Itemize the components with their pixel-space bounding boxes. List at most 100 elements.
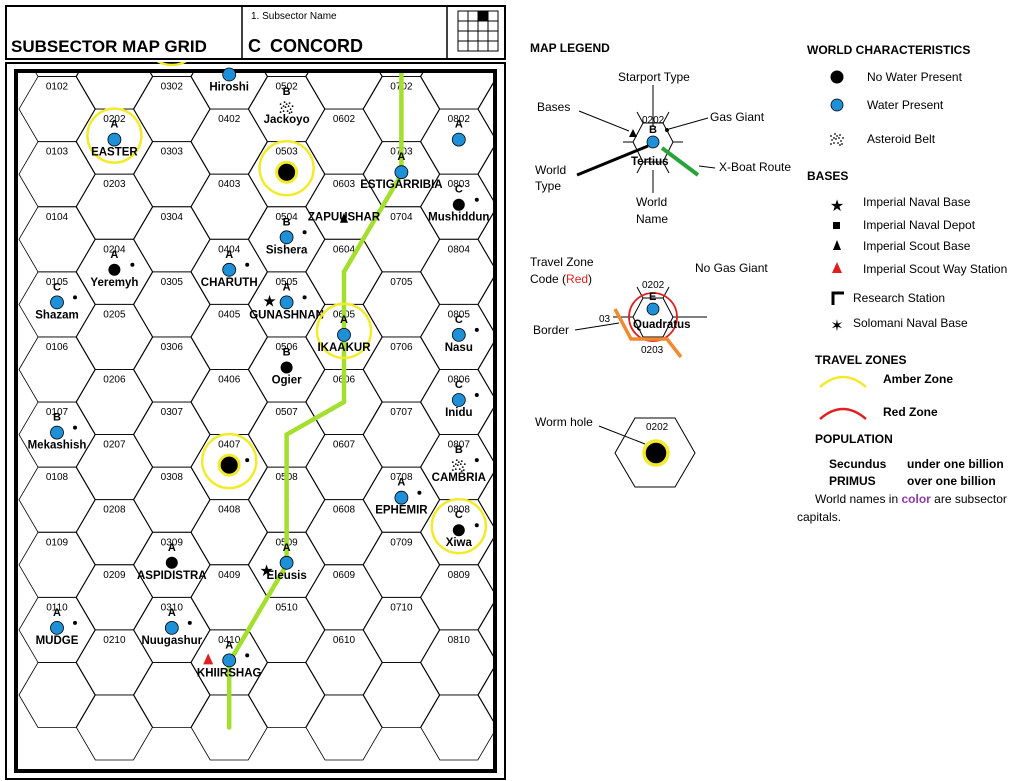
- starport-code: A: [225, 249, 233, 261]
- legend-worm-pointer: [598, 425, 646, 445]
- hex-number: 0109: [46, 537, 69, 548]
- world-0802[interactable]: A: [451, 119, 466, 147]
- world-name: MUDGE: [36, 635, 79, 647]
- world-dry-dot: [452, 198, 465, 211]
- locator-cell: [467, 10, 479, 22]
- locator-cell: [467, 20, 479, 32]
- hex-number: 0710: [390, 602, 413, 613]
- legend-worm-hole-icon: [642, 439, 670, 467]
- world-hiroshi[interactable]: A Hiroshi: [209, 62, 249, 94]
- starport-code: C: [455, 314, 463, 326]
- legend-xboat-pointer: [698, 165, 716, 169]
- hex-number: 0708: [390, 472, 413, 483]
- amber-zone-arc-icon: [819, 375, 867, 388]
- legend-canvas: MAP LEGEND Starport Type Bases Gas Giant…: [530, 41, 1007, 524]
- asteroid-particle: [460, 470, 463, 472]
- world-zapuushar[interactable]: ZAPUUSHAR: [308, 212, 381, 224]
- world-name: Ogier: [272, 375, 303, 387]
- legend-worm-hole-label: Worm hole: [535, 415, 593, 429]
- wc-no-water: No Water Present: [867, 70, 963, 84]
- world-dry-dot: [108, 263, 121, 276]
- world-name: Jackoyo: [264, 114, 310, 126]
- asteroid-particle: [841, 143, 843, 145]
- amber-zone-ring: [430, 497, 488, 555]
- hex-number: 0402: [218, 114, 241, 125]
- starport-code: A: [283, 542, 291, 554]
- legend-gas-pointer: [668, 117, 709, 130]
- world-0407[interactable]: [200, 432, 258, 490]
- world-gunashnan[interactable]: A★GUNASHNAN: [249, 281, 324, 321]
- asteroid-particle: [285, 103, 288, 105]
- hex-number: 0503: [275, 147, 298, 158]
- asteroid-particle: [833, 137, 835, 139]
- map-legend: MAP LEGEND Starport Type Bases Gas Giant…: [515, 30, 1020, 530]
- amber-zone-ring: [86, 107, 143, 164]
- world-dry-dot: [280, 361, 293, 374]
- hex-number: 0210: [103, 635, 126, 646]
- hex-number: 0102: [46, 82, 69, 93]
- world-eshellim[interactable]: AEshellim: [145, 62, 199, 67]
- bases-solomani: Solomani Naval Base: [853, 316, 968, 330]
- hex-number: 0410: [218, 635, 241, 646]
- legend-title: MAP LEGEND: [530, 41, 610, 55]
- hex-number: 0603: [333, 179, 356, 190]
- starport-code: A: [397, 151, 405, 163]
- bases-scout-way: Imperial Scout Way Station: [863, 262, 1007, 276]
- legend-border-line: [613, 308, 683, 359]
- solomani-base-icon: ★: [262, 293, 276, 310]
- naval-base-icon: ★: [259, 563, 273, 580]
- world-0503[interactable]: [258, 139, 315, 197]
- legend-worm-hex-number: 0202: [646, 422, 669, 433]
- xboat-route-segment: [284, 399, 347, 437]
- hex-number: 0510: [275, 602, 298, 613]
- world-water-dot: [164, 621, 179, 635]
- locator-cell: [487, 30, 499, 42]
- starport-code: A: [225, 62, 233, 66]
- world-name: Hiroshi: [209, 82, 249, 94]
- world-name: Yeremyh: [90, 277, 138, 289]
- world-water-dot: [394, 165, 409, 180]
- locator-cell: [487, 10, 499, 22]
- gas-giant-dot: [474, 327, 479, 332]
- capital-note-color: color: [901, 492, 931, 506]
- asteroid-particle: [837, 142, 839, 144]
- starport-code: A: [397, 477, 405, 489]
- hex-number: 0805: [448, 309, 471, 320]
- legend-world-type-label-2: Type: [535, 179, 561, 193]
- no-water-icon: [830, 70, 844, 84]
- gas-giant-dot: [302, 295, 307, 300]
- red-zone-arc-icon: [819, 407, 867, 420]
- legend-xboat-sample: [660, 146, 700, 177]
- starport-code: A: [168, 542, 176, 554]
- asteroid-particle: [830, 143, 832, 145]
- hex-number: 0106: [46, 342, 69, 353]
- hex-grid: 0101010201030104010501060107010801090110…: [5, 62, 506, 780]
- asteroid-particle: [458, 468, 461, 470]
- header-title: SUBSECTOR MAP GRID: [11, 37, 207, 56]
- header-name-caption: 1. Subsector Name: [251, 11, 337, 22]
- hex-number: 0309: [161, 537, 184, 548]
- hex-number: 0804: [448, 244, 471, 255]
- gas-giant-dot: [73, 295, 77, 300]
- world-eleusis[interactable]: A★Eleusis: [259, 542, 306, 582]
